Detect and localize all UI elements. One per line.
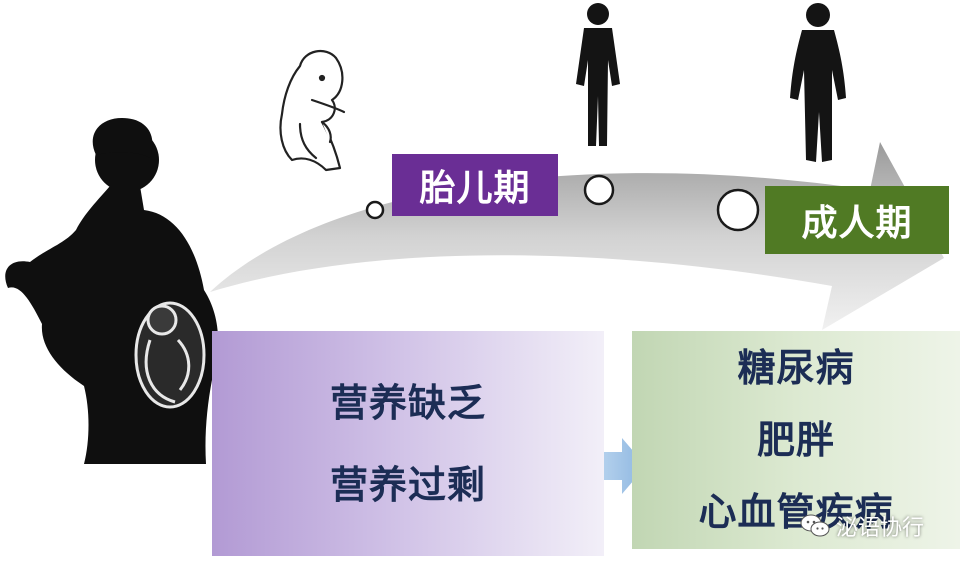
nutrition-cause-box: 营养缺乏 营养过剩 xyxy=(212,331,604,556)
watermark-text: 泌语协行 xyxy=(836,516,925,541)
wechat-icon xyxy=(800,514,830,537)
child-silhouette xyxy=(576,3,620,146)
fetal-stage-label: 胎儿期 xyxy=(392,154,558,216)
outcome-item: 肥胖 xyxy=(756,418,835,462)
adult-stage-label: 成人期 xyxy=(765,186,949,254)
timeline-dot-large xyxy=(716,188,760,232)
disease-outcome-box: 糖尿病 肥胖 心血管疾病 xyxy=(632,331,960,549)
pregnant-woman-silhouette xyxy=(5,118,219,464)
cause-item: 营养缺乏 xyxy=(329,380,486,425)
watermark: 泌语协行 xyxy=(800,510,924,542)
cause-item: 营养过剩 xyxy=(329,462,486,507)
outcome-item: 心血管疾病 xyxy=(698,490,894,534)
timeline-dot-medium xyxy=(583,174,615,206)
timeline-arrow xyxy=(210,142,944,330)
timeline-dot-small xyxy=(365,200,385,220)
adult-silhouette xyxy=(790,3,846,162)
fetus-sketch-icon xyxy=(279,49,346,172)
fetus-in-womb xyxy=(134,301,206,409)
outcome-item: 糖尿病 xyxy=(737,346,855,390)
